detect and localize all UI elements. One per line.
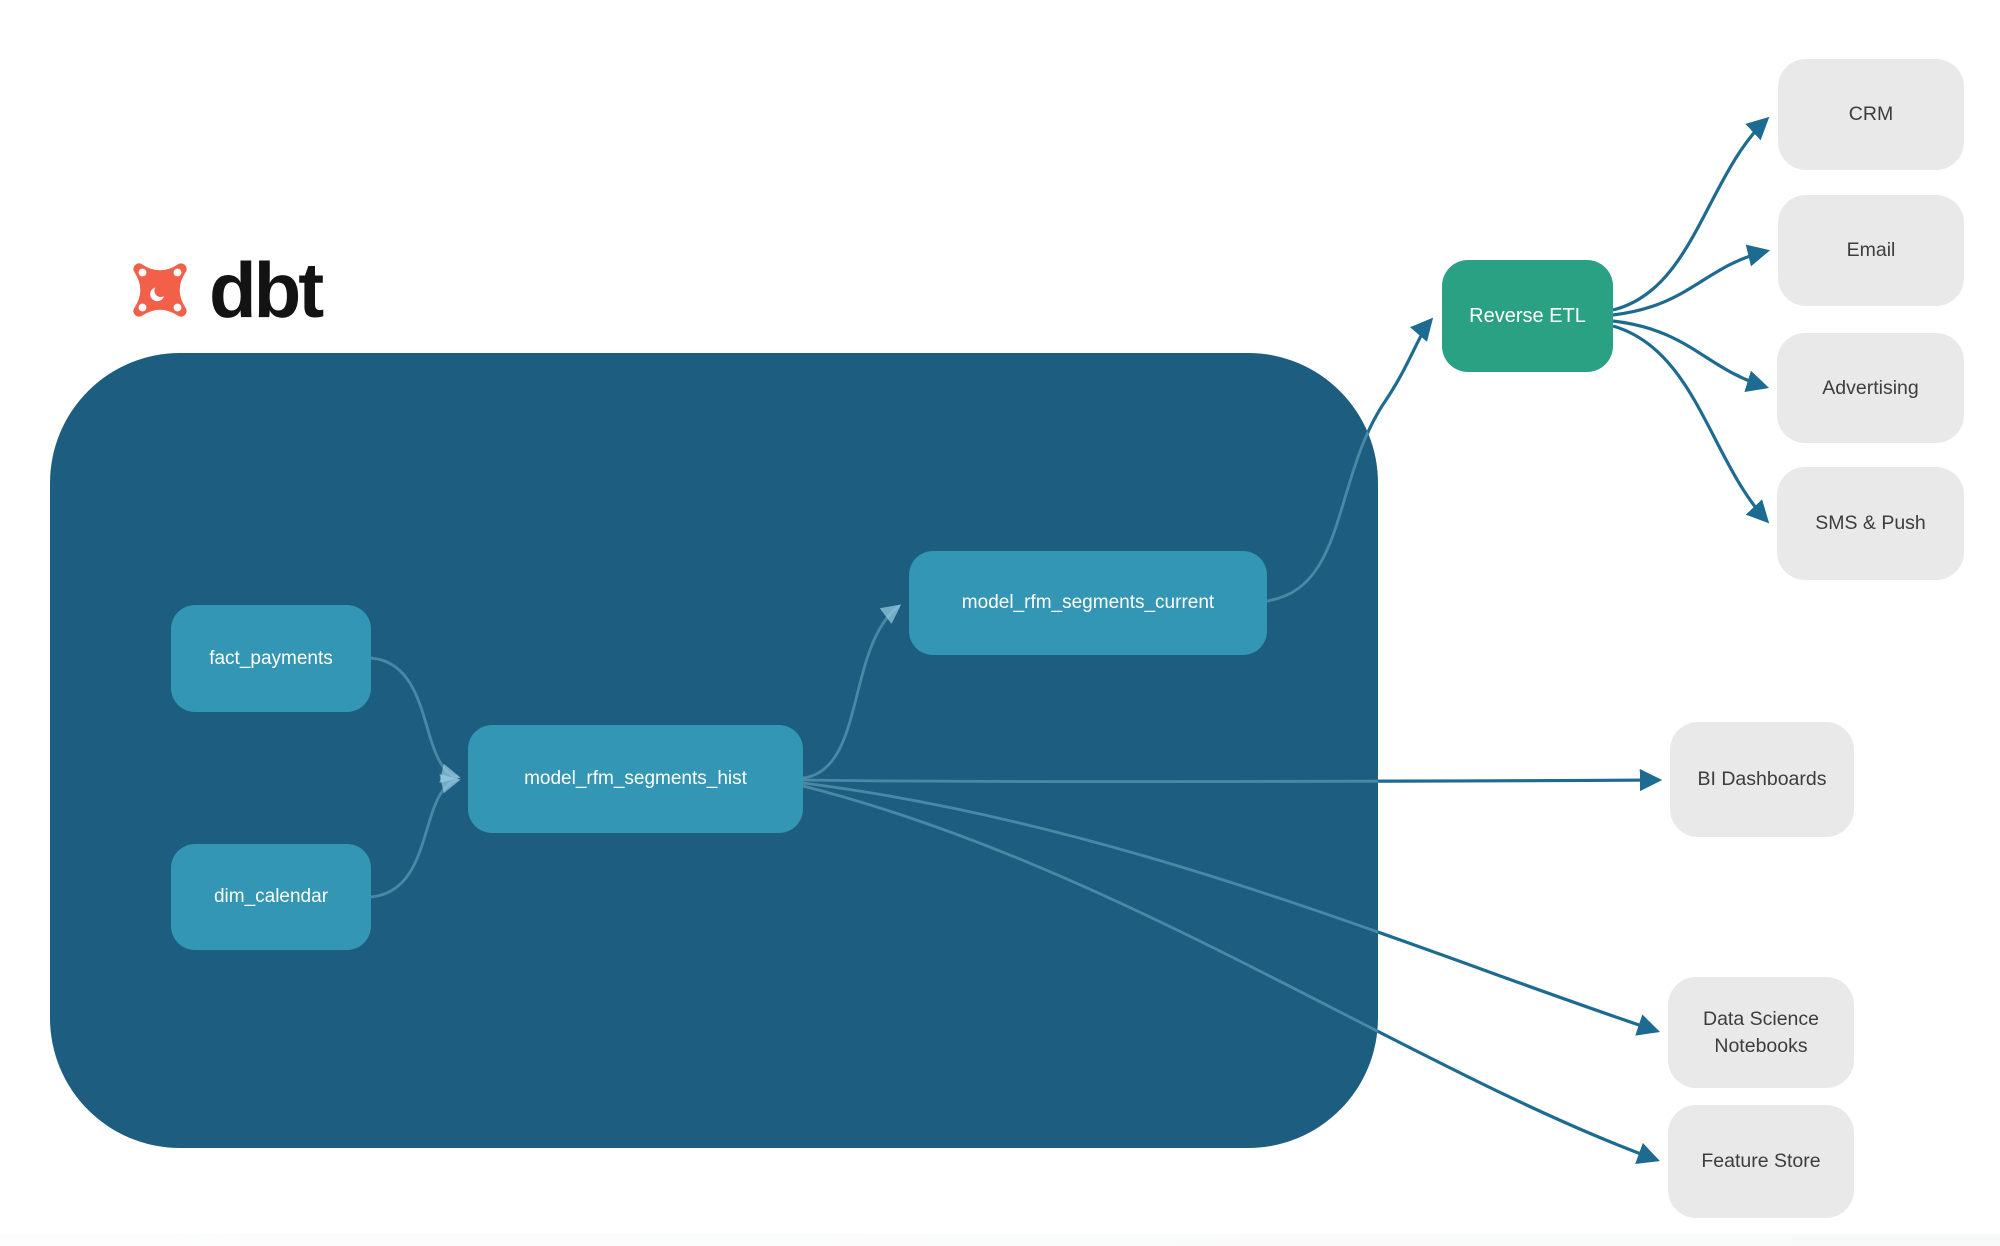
node-label: dim_calendar: [213, 886, 329, 908]
bottom-section-divider: [0, 1234, 2000, 1246]
node-model-rfm-segments-hist: model_rfm_segments_hist: [468, 725, 803, 833]
node-label: Reverse ETL: [1469, 304, 1586, 327]
dbt-wordmark: dbt: [209, 246, 324, 334]
node-bi-dashboards: BI Dashboards: [1670, 722, 1854, 837]
node-data-science-notebooks: Data Science Notebooks: [1668, 977, 1854, 1088]
node-advertising: Advertising: [1777, 333, 1964, 443]
node-label: BI Dashboards: [1697, 768, 1827, 791]
node-label: CRM: [1848, 103, 1894, 126]
node-dim-calendar: dim_calendar: [171, 844, 371, 950]
node-fact-payments: fact_payments: [171, 605, 371, 712]
node-model-rfm-segments-current: model_rfm_segments_current: [909, 551, 1267, 655]
node-label: Feature Store: [1701, 1150, 1821, 1173]
dbt-logo: dbt: [125, 246, 324, 334]
node-feature-store: Feature Store: [1668, 1105, 1854, 1218]
node-label: fact_payments: [209, 647, 333, 669]
node-email: Email: [1778, 195, 1964, 306]
node-label: Data Science Notebooks: [1703, 1008, 1819, 1057]
node-crm: CRM: [1778, 59, 1964, 170]
node-label: model_rfm_segments_current: [961, 592, 1215, 614]
node-label: model_rfm_segments_hist: [524, 768, 747, 790]
dbt-logo-icon: [133, 263, 187, 317]
edges-outside-layer: [802, 116, 1771, 1164]
node-label: Email: [1846, 239, 1896, 262]
node-reverse-etl: Reverse ETL: [1442, 260, 1613, 372]
node-sms-push: SMS & Push: [1777, 467, 1964, 580]
node-label: SMS & Push: [1815, 512, 1926, 535]
node-label: Advertising: [1822, 376, 1919, 399]
